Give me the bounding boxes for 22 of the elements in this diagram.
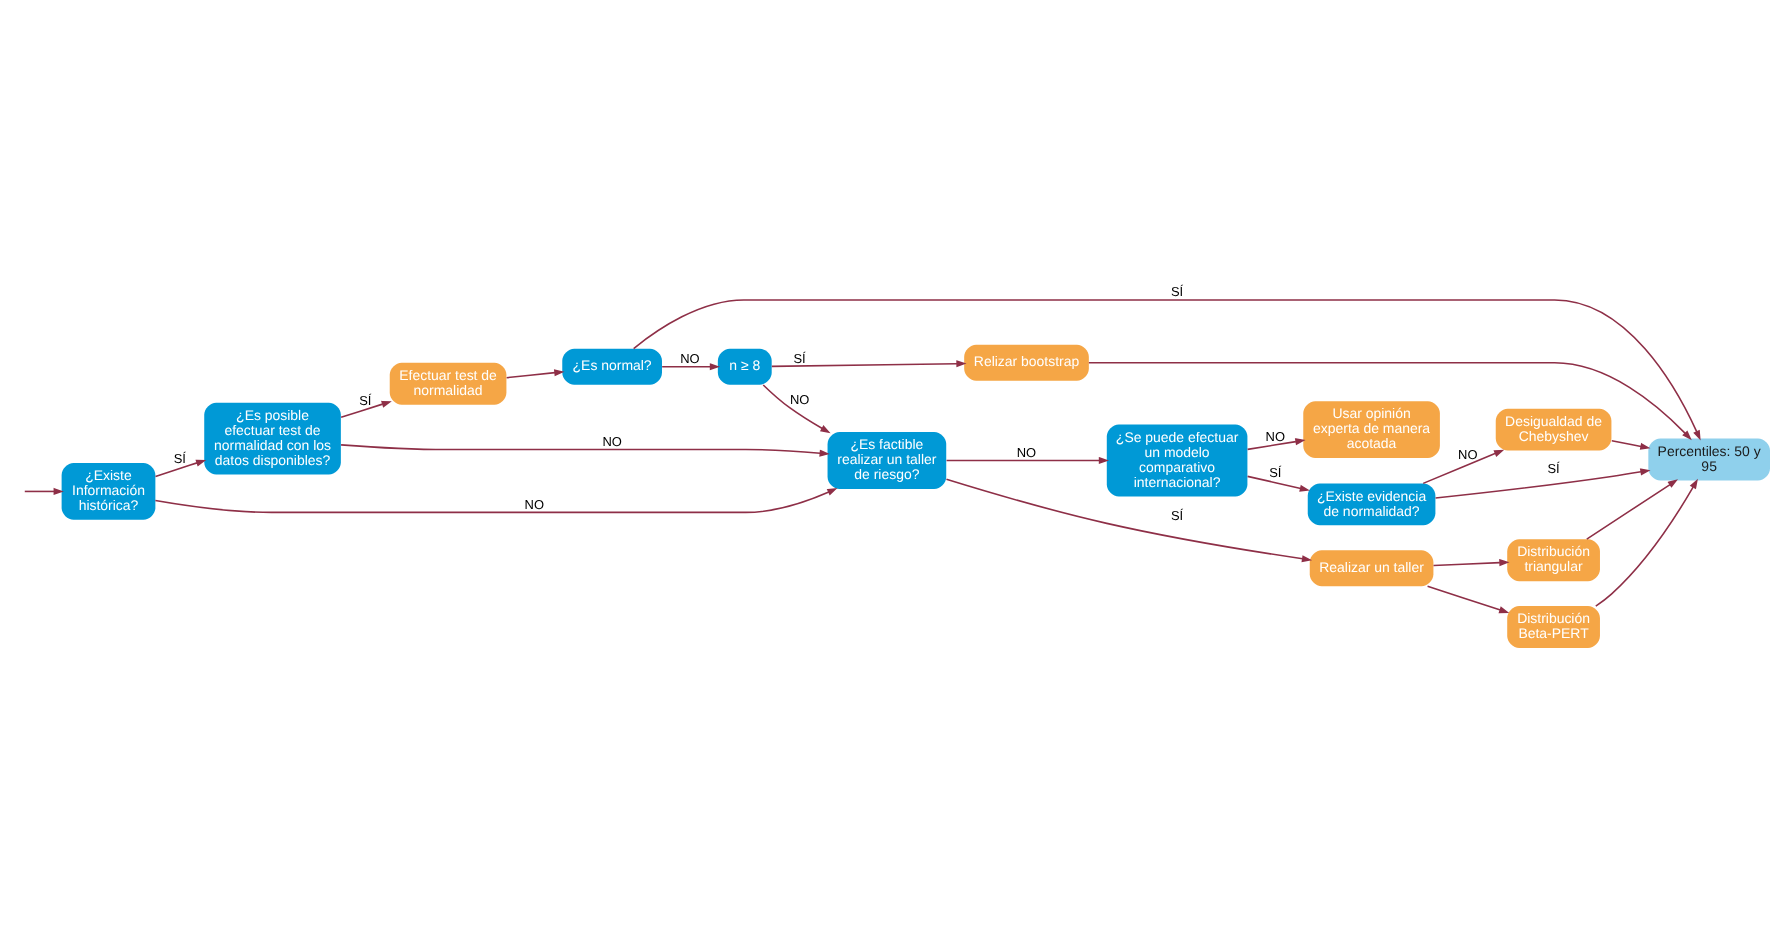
arrow bbox=[770, 359, 966, 367]
arrow bbox=[339, 443, 829, 456]
arrow bbox=[1087, 360, 1691, 440]
arrow bbox=[1421, 448, 1504, 484]
arrow bbox=[1425, 584, 1509, 613]
arrow bbox=[1431, 558, 1509, 566]
arrow bbox=[1245, 437, 1305, 450]
arrow bbox=[153, 458, 206, 477]
arrow bbox=[153, 487, 837, 513]
arrow bbox=[1585, 478, 1678, 539]
arrow bbox=[761, 383, 830, 433]
arrow bbox=[1245, 474, 1309, 491]
arrow bbox=[339, 399, 391, 417]
arrow bbox=[660, 362, 719, 370]
arrow bbox=[1609, 438, 1650, 449]
arrow bbox=[1594, 477, 1697, 606]
arrow bbox=[944, 477, 1312, 562]
arrow bbox=[944, 455, 1108, 464]
arrow bbox=[23, 486, 63, 494]
arrow bbox=[504, 368, 564, 378]
arrow bbox=[631, 298, 1700, 440]
arrow bbox=[1433, 467, 1650, 498]
